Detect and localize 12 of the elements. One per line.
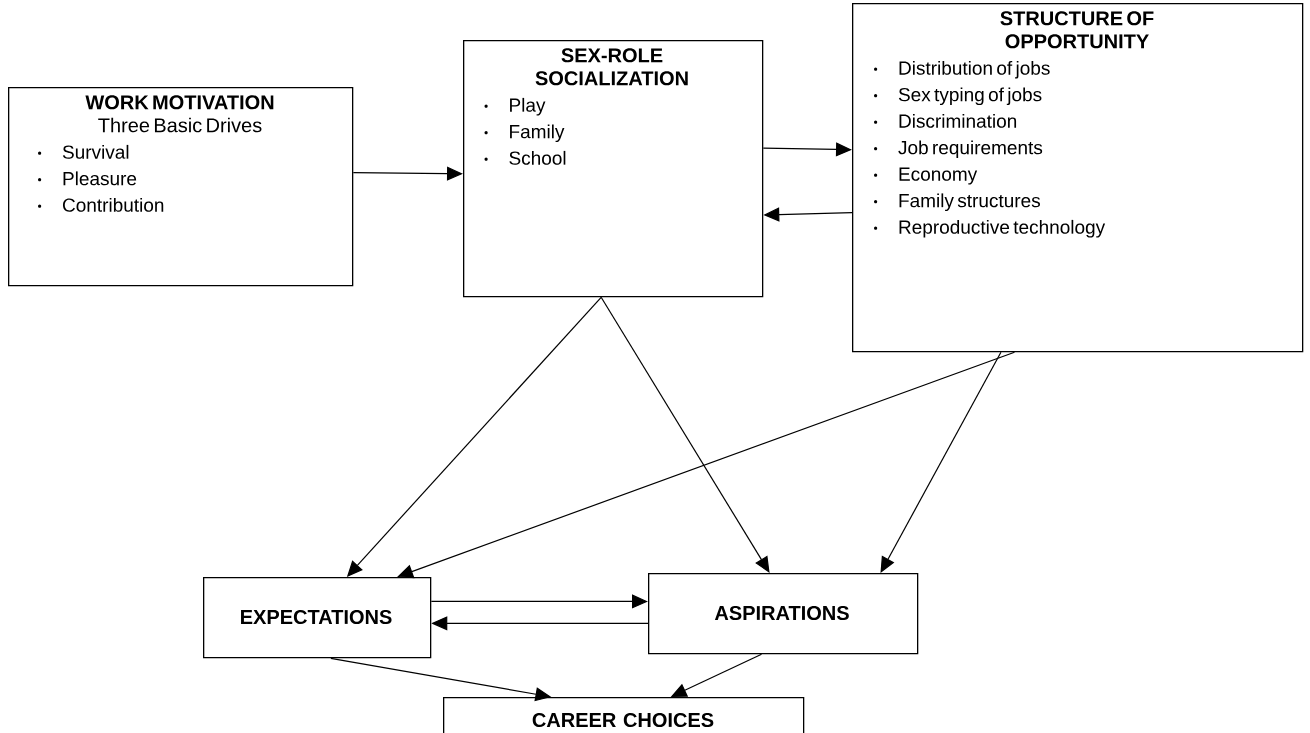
arrow	[352, 166, 463, 181]
process-box: ASPIRATIONS	[648, 573, 919, 655]
arrow	[397, 351, 1016, 579]
arrow	[430, 594, 648, 609]
process-box: CAREER CHOICES	[443, 697, 805, 733]
arrow	[762, 142, 852, 157]
process-box: STRUCTURE OF OPPORTUNITY Distribution of jobs Sex typing of jobs Discrimination Job requirements Economy Family structures Reproductive technology	[852, 3, 1304, 353]
process-box: WORK MOTIVATION Three Basic Drives Survival Pleasure Contribution	[8, 87, 354, 287]
process-box: EXPECTATIONS	[203, 577, 432, 659]
arrow	[880, 351, 1002, 573]
arrow	[600, 296, 770, 573]
process-box: SEX-ROLE SOCIALIZATION Play Family School	[463, 40, 764, 298]
